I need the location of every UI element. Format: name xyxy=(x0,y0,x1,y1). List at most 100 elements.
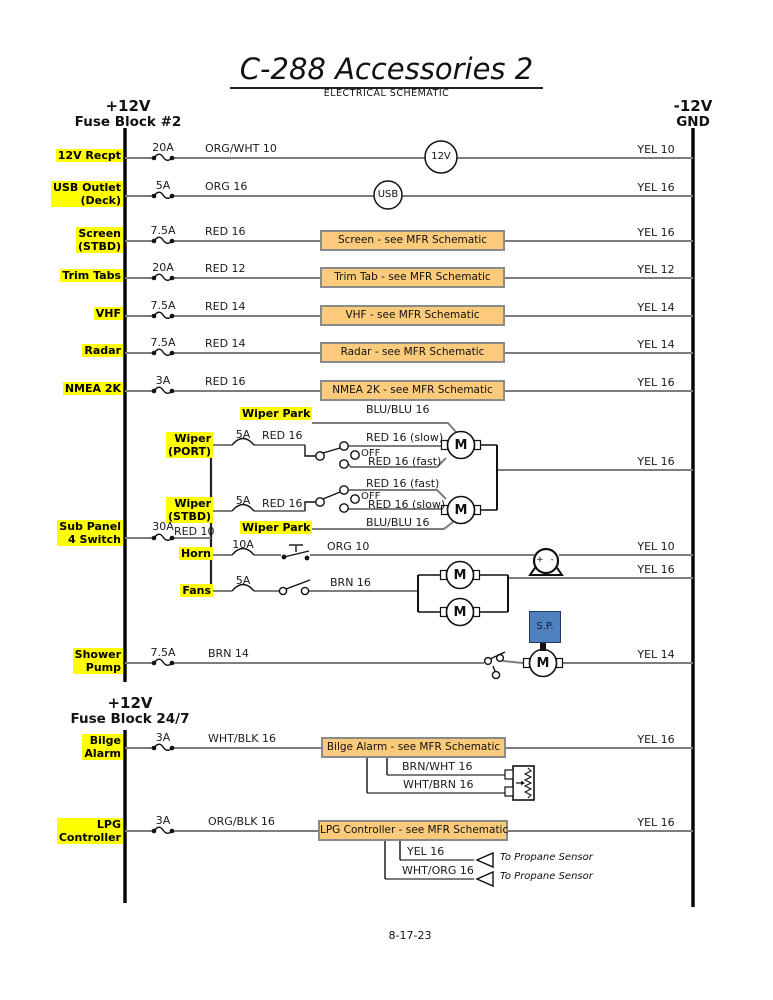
gnd-label-usb: YEL 16 xyxy=(637,181,675,194)
fuse-rating-nmea: 3A xyxy=(155,374,171,387)
wiper-stbd-motor-text: M xyxy=(454,503,468,518)
fuse-icon-bilge xyxy=(150,743,176,751)
circuit-label-shower: Shower Pump xyxy=(72,648,123,674)
circuit-label-screen: Screen (STBD) xyxy=(76,227,123,253)
mfr-box-trim: Trim Tab - see MFR Schematic xyxy=(320,267,505,288)
gnd-label-wipers: YEL 16 xyxy=(637,455,675,468)
horn-switch-icon xyxy=(281,544,310,561)
breaker-rating-fans: 5A xyxy=(235,574,251,587)
fan-motor-2-text: M xyxy=(453,605,467,620)
wire-label-park-stbd: BLU/BLU 16 xyxy=(366,516,430,529)
sp-stub xyxy=(540,640,546,651)
aux-wire-lpg-1: YEL 16 xyxy=(407,845,445,858)
fuse-rating-subpanel: 30A xyxy=(152,520,174,533)
aux-wire-lpg-2: WHT/ORG 16 xyxy=(402,864,474,877)
breaker-rating-wiper-port: 5A xyxy=(235,428,251,441)
usb-outlet-icon xyxy=(373,180,403,210)
wiper-port-motor-text: M xyxy=(454,438,468,453)
wire-label-screen: RED 16 xyxy=(205,225,246,238)
gnd-label-horn: YEL 10 xyxy=(637,540,675,553)
gnd-label-screen: YEL 16 xyxy=(637,226,675,239)
circuit-label-nmea: NMEA 2K xyxy=(62,382,123,395)
wire-label-nmea: RED 16 xyxy=(205,375,246,388)
shower-motor-text: M xyxy=(536,656,550,671)
wire-label-radar: RED 14 xyxy=(205,337,246,350)
switch-pos-port-fast: RED 16 (fast) xyxy=(368,455,442,468)
wiper-stbd-switch-arm xyxy=(322,491,341,500)
circuit-label-fans: Fans xyxy=(180,584,213,597)
12v-receptacle-text: 12V xyxy=(431,151,451,162)
gnd-label-nmea: YEL 16 xyxy=(637,376,675,389)
fuse-icon-screen xyxy=(150,236,176,245)
wire-label-park-port: BLU/BLU 16 xyxy=(366,403,430,416)
ground-voltage: -12V xyxy=(673,97,713,115)
fuse-rating-recpt: 20A xyxy=(152,141,174,154)
fuse-rating-vhf: 7.5A xyxy=(150,299,176,312)
mfr-box-bilge: Bilge Alarm - see MFR Schematic xyxy=(321,737,506,758)
wiper-park-label-port: Wiper Park xyxy=(240,407,313,420)
mfr-box-radar: Radar - see MFR Schematic xyxy=(320,342,505,363)
fuse-rating-radar: 7.5A xyxy=(150,336,176,349)
revision-date: 8-17-23 xyxy=(388,929,432,942)
fans-switch-icon xyxy=(278,579,311,596)
switch-pos-port-off: OFF xyxy=(361,448,381,459)
gnd-label-radar: YEL 14 xyxy=(637,338,675,351)
fuse-rating-trim: 20A xyxy=(152,261,174,274)
usb-outlet-text: USB xyxy=(377,189,399,200)
circuit-wires xyxy=(125,157,693,880)
propane-dest-1: To Propane Sensor xyxy=(500,852,593,863)
gnd-label-fans: YEL 16 xyxy=(637,563,675,576)
fuse-icon-vhf xyxy=(150,311,176,319)
horn-polarity-text: + - xyxy=(536,555,556,565)
fuse-rating-screen: 7.5A xyxy=(150,224,176,237)
fuse-block-247-name: Fuse Block 24/7 xyxy=(70,711,190,727)
wire-label-vhf: RED 14 xyxy=(205,300,246,313)
wire-label-horn: ORG 10 xyxy=(327,540,370,553)
fuse-rating-shower: 7.5A xyxy=(150,646,176,659)
circuit-label-trim: Trim Tabs xyxy=(60,269,123,282)
fan-motor-1-text: M xyxy=(453,568,467,583)
fuse-block-247-voltage: +12V xyxy=(107,694,153,712)
propane-dest-2: To Propane Sensor xyxy=(500,871,593,882)
gnd-label-recpt: YEL 10 xyxy=(637,143,675,156)
wiper-park-label-stbd: Wiper Park xyxy=(240,521,313,534)
circuit-label-wiper-port: Wiper (PORT) xyxy=(166,432,213,458)
propane-connector-2-icon xyxy=(475,870,494,888)
wire-label-wiper-port: RED 16 xyxy=(262,429,303,442)
propane-connector-1-icon xyxy=(475,851,494,869)
fuse-block-2-voltage: +12V xyxy=(105,97,151,115)
wire-label-trim: RED 12 xyxy=(205,262,246,275)
mfr-box-screen: Screen - see MFR Schematic xyxy=(320,230,505,251)
fuse-icon-lpg xyxy=(150,826,176,834)
wire-label-bilge: WHT/BLK 16 xyxy=(208,732,276,745)
fuse-block-2-name: Fuse Block #2 xyxy=(74,114,182,130)
bus-lines xyxy=(123,128,695,907)
circuit-label-recpt: 12V Recpt xyxy=(55,149,123,162)
wire-label-shower: BRN 14 xyxy=(208,647,249,660)
wire-label-wiper-stbd: RED 16 xyxy=(262,497,303,510)
circuit-label-bilge: Bilge Alarm xyxy=(82,734,123,760)
fuse-icon-recpt xyxy=(150,153,176,162)
switch-pos-stbd-off: OFF xyxy=(361,491,381,502)
fuse-icon-nmea xyxy=(150,386,176,394)
circuit-label-subpanel: Sub Panel 4 Switch xyxy=(57,520,123,546)
breaker-rating-wiper-stbd: 5A xyxy=(235,494,251,507)
gnd-label-trim: YEL 12 xyxy=(637,263,675,276)
fuse-icon-usb xyxy=(150,191,176,200)
switch-pos-stbd-fast: RED 16 (fast) xyxy=(366,477,440,490)
shower-switch-icon xyxy=(483,651,506,680)
wire-label-lpg: ORG/BLK 16 xyxy=(208,815,275,828)
circuit-label-usb: USB Outlet (Deck) xyxy=(51,181,123,207)
gnd-label-bilge: YEL 16 xyxy=(637,733,675,746)
circuit-label-vhf: VHF xyxy=(93,307,123,320)
bilge-float-switch-icon xyxy=(504,765,535,801)
12v-receptacle-icon xyxy=(424,140,458,174)
page-subtitle: ELECTRICAL SCHEMATIC xyxy=(323,88,450,99)
switch-pos-stbd-slow: RED 16 (slow) xyxy=(368,498,446,511)
wire-label-recpt: ORG/WHT 10 xyxy=(205,142,277,155)
mfr-box-nmea: NMEA 2K - see MFR Schematic xyxy=(320,380,505,401)
gnd-label-shower: YEL 14 xyxy=(637,648,675,661)
ground-name: GND xyxy=(676,114,710,130)
gnd-label-lpg: YEL 16 xyxy=(637,816,675,829)
